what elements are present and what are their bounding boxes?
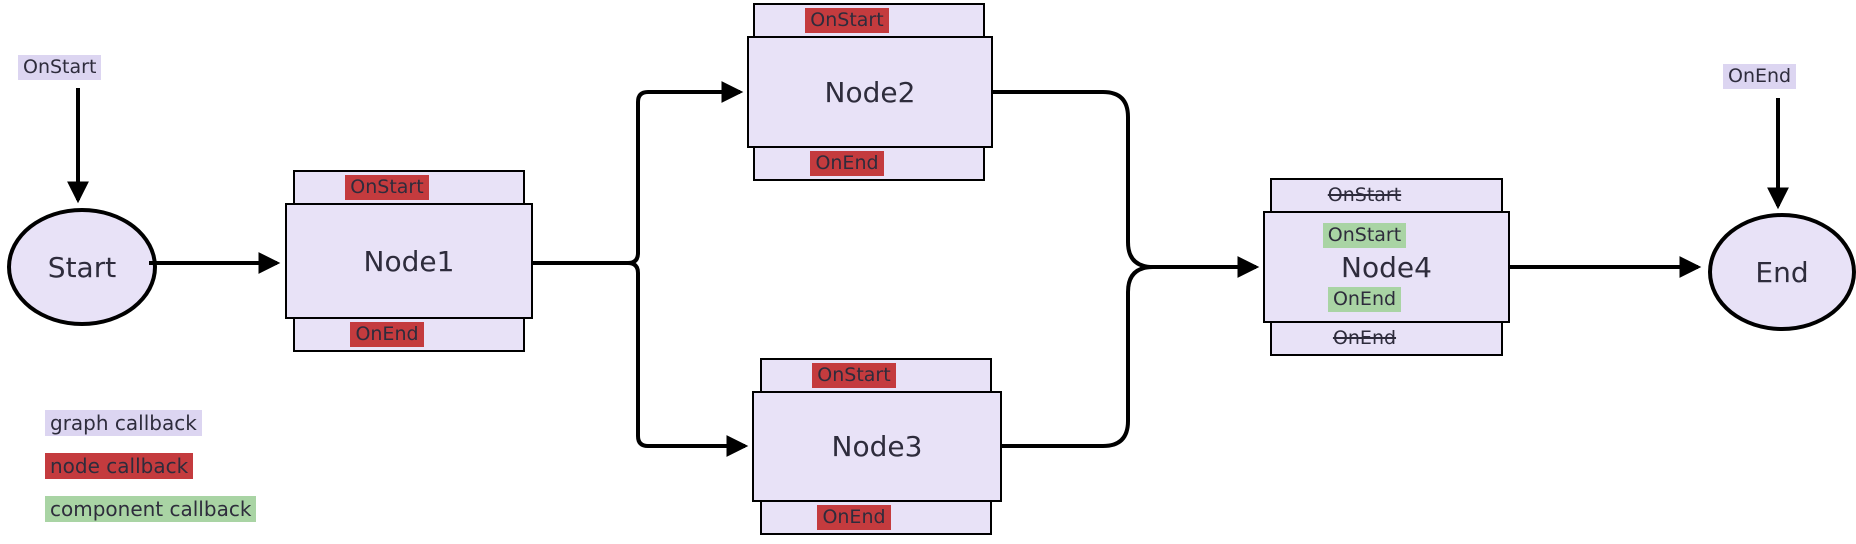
edge-node1-to-node3: [533, 261, 749, 457]
node4-component-onend-label: OnEnd: [1327, 286, 1402, 312]
node2-title: Node2: [824, 75, 916, 109]
edge-node2-to-node4: [993, 90, 1260, 278]
start-node: Start: [7, 208, 157, 326]
node3-body: Node3: [752, 391, 1002, 502]
node1-title: Node1: [363, 244, 455, 278]
legend: graph callback node callback component c…: [45, 410, 257, 539]
node2-onstart-label: OnStart: [805, 8, 889, 33]
node4-onend-disabled-label: OnEnd: [1332, 327, 1397, 349]
node4-body: OnStart Node4 OnEnd: [1263, 211, 1510, 323]
node3-onend-label: OnEnd: [817, 505, 891, 530]
graph-onend-callback: OnEnd: [1723, 64, 1797, 89]
node3-title: Node3: [831, 430, 923, 463]
end-node: End: [1708, 213, 1856, 331]
graph-onend-label: OnEnd: [1723, 64, 1797, 89]
start-node-label: Start: [47, 250, 117, 284]
node2-onend-label: OnEnd: [810, 151, 884, 176]
end-node-label: End: [1755, 255, 1809, 289]
node4-title: Node4: [1341, 250, 1432, 284]
node1-onend-label: OnEnd: [350, 322, 424, 347]
node2-body: Node2: [747, 36, 993, 148]
node3-onstart-label: OnStart: [812, 363, 896, 388]
node4-component-onstart-label: OnStart: [1322, 222, 1407, 248]
node1-onstart-label: OnStart: [345, 175, 429, 200]
graph-onstart-label: OnStart: [18, 55, 102, 80]
legend-node-callback: node callback: [45, 453, 194, 479]
node1-body: Node1: [285, 203, 533, 319]
graph-onstart-callback: OnStart: [18, 55, 102, 80]
edge-node1-to-node2: [533, 81, 744, 265]
edge-node3-to-merge: [1002, 265, 1154, 448]
legend-component-callback: component callback: [45, 496, 257, 522]
node4-onstart-disabled-label: OnStart: [1327, 184, 1402, 206]
legend-graph-callback: graph callback: [45, 410, 202, 436]
